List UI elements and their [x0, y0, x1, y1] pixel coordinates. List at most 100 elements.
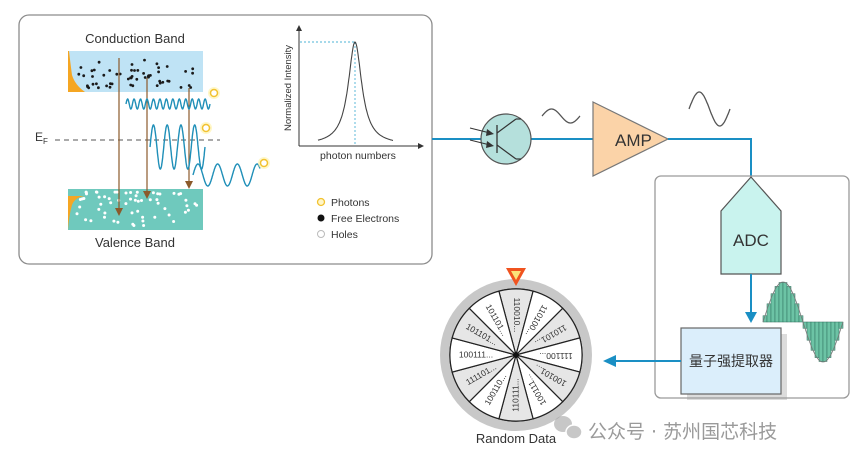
hole-dot	[84, 218, 88, 222]
wheel-hub	[513, 352, 519, 358]
quantized-bar	[818, 321, 824, 362]
phototransistor-icon	[469, 113, 532, 165]
hole-dot	[129, 197, 132, 201]
random-wheel: 110010...110100...110101...111100...1001…	[440, 268, 592, 446]
x-axis-arrow-icon	[418, 143, 424, 149]
wheel-segment-label: 111100...	[539, 351, 573, 361]
hole-dot	[142, 224, 146, 227]
quantized-bar	[822, 321, 828, 362]
electron-dot	[130, 75, 134, 78]
hole-dot	[184, 198, 188, 202]
electron-dot	[191, 67, 195, 71]
arrowhead-icon	[143, 191, 151, 199]
valence-band-label: Valence Band	[95, 235, 175, 250]
electron-dot	[92, 68, 96, 72]
electron-dot	[149, 74, 152, 77]
photon-wave-low-freq	[192, 163, 261, 187]
hole-dot	[109, 201, 113, 205]
amp-triangle	[592, 101, 670, 177]
electron-dot	[82, 74, 86, 78]
quantized-bar	[826, 321, 832, 358]
electron-dot	[158, 81, 162, 85]
wheel-segments: 110010...110100...110101...111100...1001…	[449, 288, 583, 422]
arrow-down-icon	[745, 312, 757, 323]
quantized-bar	[806, 321, 812, 341]
quantized-bar	[794, 303, 800, 323]
hole-dot	[172, 220, 176, 223]
hole-dot	[151, 191, 155, 195]
electron-dot	[191, 71, 195, 75]
electron-dot	[179, 86, 183, 89]
conduction-fermi-tail	[68, 51, 85, 92]
hole-dot	[97, 195, 101, 199]
hole-dot	[172, 191, 176, 195]
extractor-block: 量子强提取器	[680, 327, 787, 400]
analog-signal-small-icon	[541, 108, 581, 124]
hole-dot	[115, 190, 119, 194]
hole-dot	[183, 210, 187, 214]
electron-dot	[97, 60, 101, 64]
electron-dot	[187, 84, 191, 87]
electron-dot	[142, 72, 146, 75]
hole-dot	[141, 215, 145, 219]
quantized-bar	[778, 282, 784, 323]
adc-shape	[720, 176, 782, 275]
electron-dot	[108, 69, 112, 72]
holes	[75, 190, 199, 227]
pointer-inner	[511, 271, 521, 280]
arrowhead-icon	[185, 181, 193, 189]
photon-marker-icon	[316, 197, 326, 207]
plot-ylabel: Normalized Intensity	[283, 45, 294, 131]
hole-dot	[185, 204, 189, 208]
electron-dot	[189, 86, 193, 89]
hole-dot	[103, 195, 107, 199]
electron-dot	[91, 82, 95, 86]
analog-envelope	[762, 281, 844, 363]
hole-dot	[116, 220, 120, 224]
electron-dot	[155, 62, 159, 66]
quantized-bar	[782, 282, 788, 323]
electron-dot	[79, 66, 83, 69]
amp-label: AMP	[615, 131, 652, 150]
hole-dot	[75, 212, 79, 216]
hole-dot	[124, 202, 128, 206]
hole-dot	[148, 198, 152, 202]
electron-dot	[90, 69, 94, 73]
electron-dot	[105, 84, 108, 88]
legend-item-free-electrons: Free Electrons	[317, 213, 399, 225]
hole-dot	[186, 208, 190, 212]
legend-item-holes: Holes	[317, 229, 358, 241]
electron-dot	[97, 86, 100, 90]
electron-dot	[130, 63, 134, 66]
signal-line-2	[668, 138, 752, 176]
emission-panel: Conduction Band Valence Band EF	[18, 14, 433, 265]
photon-wave-high-freq	[125, 98, 211, 110]
electron-dot	[126, 77, 130, 81]
photon-wave-mid-freq	[149, 124, 206, 170]
electron-dot	[147, 75, 150, 79]
arrowhead-icon	[115, 208, 123, 216]
electron-marker-icon	[317, 214, 325, 222]
hole-dot	[97, 207, 101, 211]
hole-dot	[85, 192, 88, 196]
legend-label: Holes	[331, 229, 358, 241]
hole-dot	[99, 202, 103, 206]
hole-marker-icon	[317, 230, 325, 238]
electron-dot	[131, 84, 135, 88]
quantized-bar	[786, 286, 792, 323]
hole-dot	[103, 215, 106, 219]
photon-icon	[200, 122, 212, 134]
legend-label: Free Electrons	[331, 213, 399, 225]
quantized-bar	[774, 286, 780, 323]
hole-dot	[136, 199, 140, 203]
electron-dot	[184, 70, 188, 73]
hole-dot	[132, 224, 136, 227]
extractor-label: 量子强提取器	[689, 354, 773, 370]
hole-dot	[141, 219, 145, 223]
electron-dot	[95, 82, 98, 86]
hole-dot	[78, 198, 82, 201]
hole-dot	[130, 211, 134, 215]
photon-icon	[258, 157, 270, 169]
analog-signal-amplified-icon	[688, 91, 731, 127]
photon-distribution-plot: Normalized Intensity photon numbers	[283, 25, 424, 162]
